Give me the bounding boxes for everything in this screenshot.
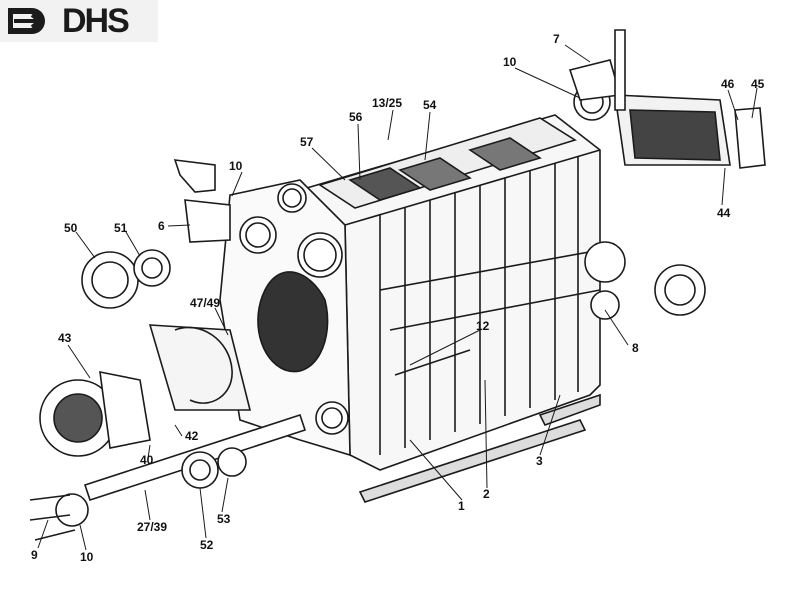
callout-label: 51: [114, 221, 128, 235]
callout-label: 46: [721, 77, 735, 91]
inspection-opening: [257, 271, 329, 373]
callout-label: 50: [64, 221, 78, 235]
brand-logo: DHS: [0, 0, 158, 42]
callout-label: 57: [300, 135, 314, 149]
base-rail-front: [358, 419, 587, 503]
callout-label: 54: [423, 98, 437, 112]
callout-label: 27/39: [137, 520, 168, 534]
base-rail-back: [538, 393, 601, 426]
callout-label: 40: [140, 453, 154, 467]
burner-door: [148, 324, 252, 411]
callout-label: 47/49: [190, 296, 221, 310]
callout-label: 2: [483, 487, 490, 501]
callout-label: 7: [553, 32, 560, 46]
callout-label: 10: [503, 55, 517, 69]
callout-label: 3: [536, 454, 543, 468]
arrow-logo-icon: [8, 8, 45, 34]
callout-label: 13/25: [372, 96, 403, 110]
callout-label: 42: [185, 429, 199, 443]
callout-label: 56: [349, 110, 363, 124]
callout-label: 44: [717, 206, 731, 220]
callout-label: 8: [632, 341, 639, 355]
callout-label: 1: [458, 499, 465, 513]
callout-label: 10: [80, 550, 94, 564]
heat-exchanger-sections: [379, 156, 579, 455]
callout-label: 43: [58, 331, 72, 345]
callout-label: 9: [31, 548, 38, 562]
callout-label: 10: [229, 159, 243, 173]
callout-label: 53: [217, 512, 231, 526]
callout-label: 45: [751, 77, 765, 91]
burner-cover-50: [81, 251, 139, 309]
callout-label: 12: [476, 319, 490, 333]
brand-name: DHS: [62, 2, 130, 40]
end-flange-10: [55, 493, 89, 527]
callout-label: 52: [200, 538, 214, 552]
callout-label: 6: [158, 219, 165, 233]
